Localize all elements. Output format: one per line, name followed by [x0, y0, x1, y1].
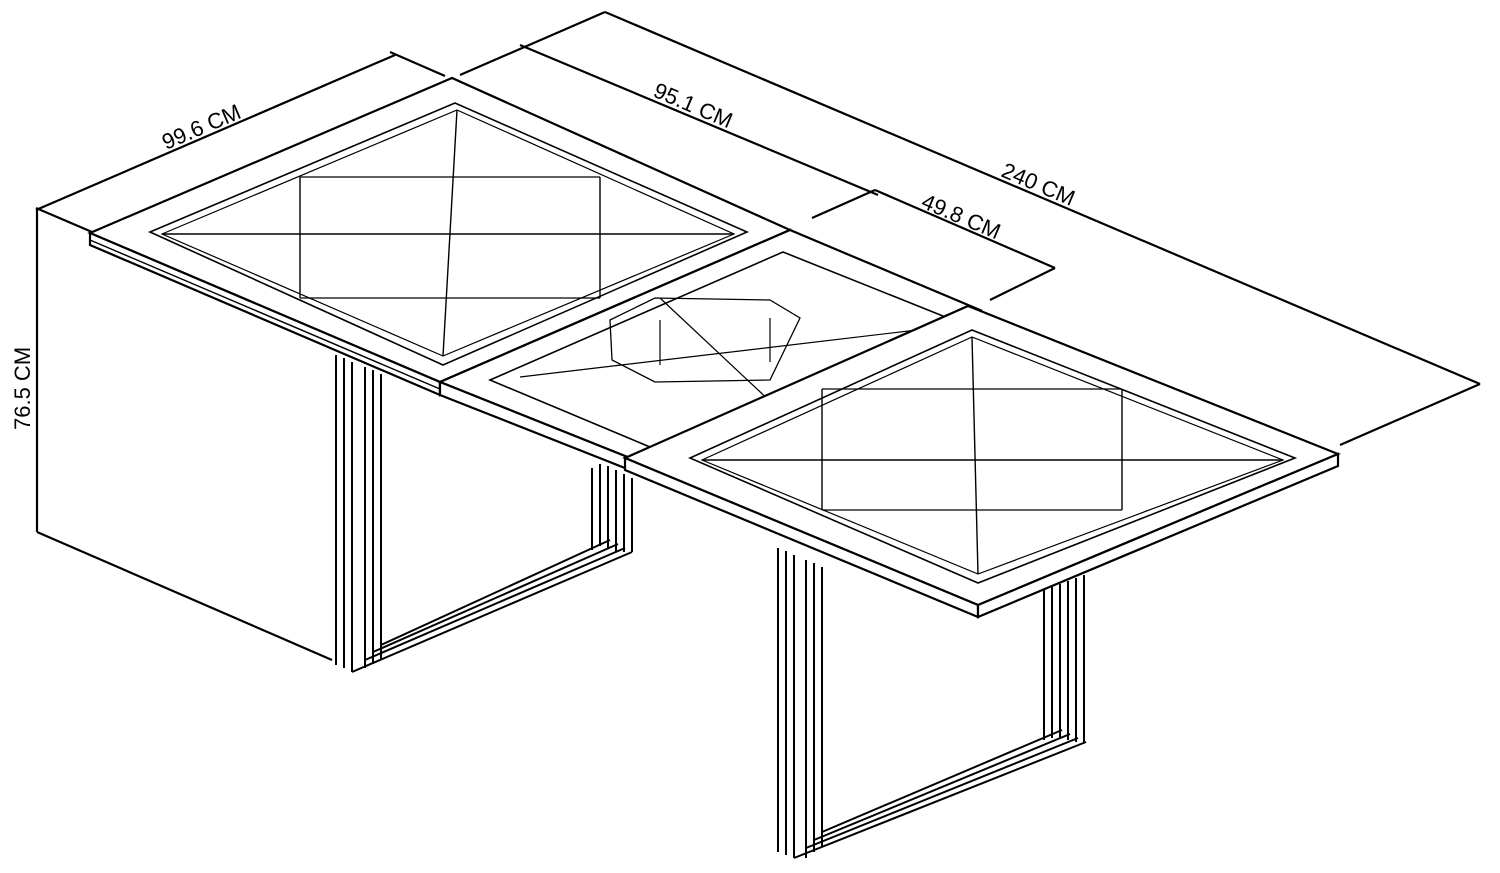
height-label: 76.5 CM: [10, 347, 35, 430]
width-label: 99.6 CM: [158, 99, 244, 155]
length-label: 240 CM: [998, 158, 1079, 211]
dimension-lines: [35, 10, 1481, 662]
right-leg: [777, 548, 1087, 859]
left-leg: [335, 355, 633, 673]
center-dimension-line: [519, 43, 879, 197]
center-label: 95.1 CM: [650, 78, 736, 134]
leaf-dimension-line: [811, 188, 876, 220]
length-dimension-line: [459, 10, 606, 77]
leaf-label: 49.8 CM: [918, 189, 1004, 245]
right-tabletop: [622, 304, 1341, 619]
center-leaf: [437, 228, 983, 472]
width-dimension-line: [35, 53, 396, 212]
